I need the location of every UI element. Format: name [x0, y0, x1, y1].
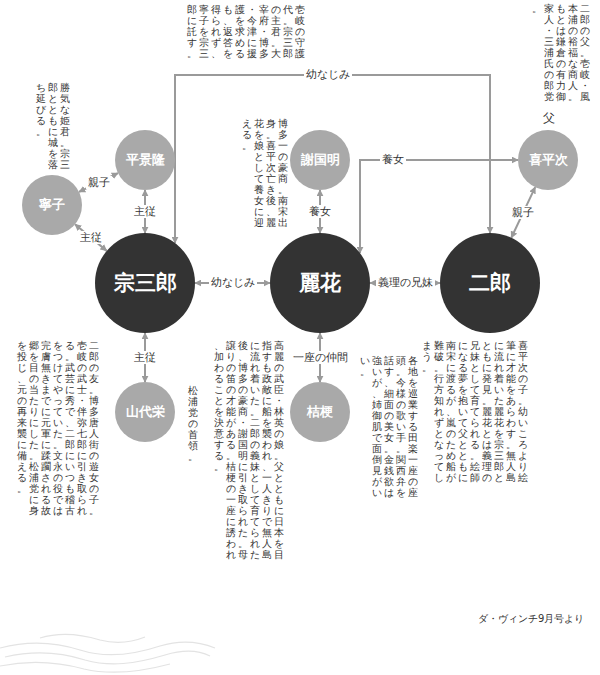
- relation-label: 親子: [86, 176, 112, 189]
- main-character-circle: 宗三郎二郎の友。博多唐人街の遊女の子。壱岐の武士・伴弥七郎に引き取られる。武芸に…: [95, 233, 195, 333]
- character-description: 二郎の父。壱岐・風本浦の裕福な商人。もとは鎌倉の有力御家人・三浦氏の郎党。: [530, 3, 590, 102]
- character-description: 松浦党の首領。: [186, 385, 198, 462]
- main-character-circle: 二郎喜平次の子。幼いころより絵筆に才能をあらわす。無人島に流れ着いた麗花を宗三郎…: [440, 233, 540, 333]
- circle-fill: [270, 233, 370, 333]
- source-credit: ダ・ヴィンチ9月号より: [478, 612, 584, 626]
- relation-label: 一座の仲間: [291, 351, 350, 364]
- circle-fill: [518, 130, 578, 190]
- character-name: 麗花: [270, 233, 370, 333]
- relation-connector: [79, 173, 118, 192]
- character-name: 喜平次: [518, 130, 578, 190]
- character-name: 二郎: [440, 233, 540, 333]
- relation-label: 幼なじみ: [209, 276, 257, 289]
- relation-label: 養女: [380, 153, 406, 166]
- circle-fill: [95, 233, 195, 333]
- main-character-circle: 麗花高麗の武臣・林英の娘。父とともに日本を目指すも政敵に船を襲われ、一人きりで無…: [270, 233, 370, 333]
- relation-label: 主従: [132, 205, 158, 218]
- character-description: 二郎の友。博多唐人街の遊女の子。壱岐の武士・伴弥七郎に引き取られる。武芸に秀で、…: [15, 340, 99, 516]
- relation-connector: [75, 224, 107, 251]
- character-circle: 謝国明博多一の豪商。南宋出身。喜平次亡き後、麗花を娘として養女に迎える。: [290, 130, 350, 190]
- character-circle: 平景隆壱岐の守護代。宗三郎の主君。大宰府・博多・今津に援護を求めるも、返答を得ら…: [115, 130, 175, 190]
- character-circle: 桔梗各地を巡業する田楽一座の座頭。今様の歌い手。関西弁を話す、細面の美女。金銭欲…: [290, 382, 350, 442]
- relation-note: 父: [543, 110, 555, 127]
- character-name: 桔梗: [290, 382, 350, 442]
- circle-fill: [440, 233, 540, 333]
- wave-line: [40, 634, 145, 642]
- circle-fill: [115, 382, 175, 442]
- character-description: 高麗の武臣・林英の娘。父とともに日本を目指すも政敵に船を襲われ、一人きりで無人島…: [212, 340, 284, 560]
- relation-label: 主従: [78, 231, 104, 244]
- wave-lines: [0, 634, 215, 672]
- relation-label: 幼なじみ: [304, 68, 352, 81]
- circle-fill: [22, 175, 82, 235]
- character-circle: 寧子勝気な姫君。宗三郎とともに城を落ち延びる。: [22, 175, 82, 235]
- relation-label: 親子: [510, 206, 536, 219]
- wave-line: [0, 662, 170, 672]
- character-name: 宗三郎: [95, 233, 195, 333]
- character-description: 壱岐の守護代。宗三郎の主君。大宰府・博多・今津に援護を求めるも、返答を得られず、…: [185, 4, 305, 59]
- circle-fill: [115, 130, 175, 190]
- character-description: 各地を巡業する田楽一座の座頭。今様の歌い手。関西弁を話す、細面の美女。金銭欲は強…: [358, 355, 418, 498]
- character-description: 勝気な姫君。宗三郎とともに城を落ち延びる。: [34, 82, 70, 170]
- character-name: 謝国明: [290, 130, 350, 190]
- relation-label: 義理の兄妹: [376, 276, 435, 289]
- relation-label: 主従: [132, 351, 158, 364]
- circle-fill: [290, 382, 350, 442]
- character-name: 山代栄: [115, 382, 175, 442]
- character-description: 博多一の豪商。南宋出身。喜平次亡き後、麗花を娘として養女に迎える。: [240, 118, 288, 228]
- relation-label: 養女: [307, 205, 333, 218]
- character-description: 喜平次の子。幼いころより絵筆に才能をあらわす。無人島に流れ着いた麗花を宗三郎とと…: [420, 340, 528, 483]
- character-name: 平景隆: [115, 130, 175, 190]
- circle-fill: [290, 130, 350, 190]
- character-name: 寧子: [22, 175, 82, 235]
- character-circle: 山代栄松浦党の首領。: [115, 382, 175, 442]
- character-circle: 喜平次二郎の父。壱岐・風本浦の裕福な商人。もとは鎌倉の有力御家人・三浦氏の郎党。: [518, 130, 578, 190]
